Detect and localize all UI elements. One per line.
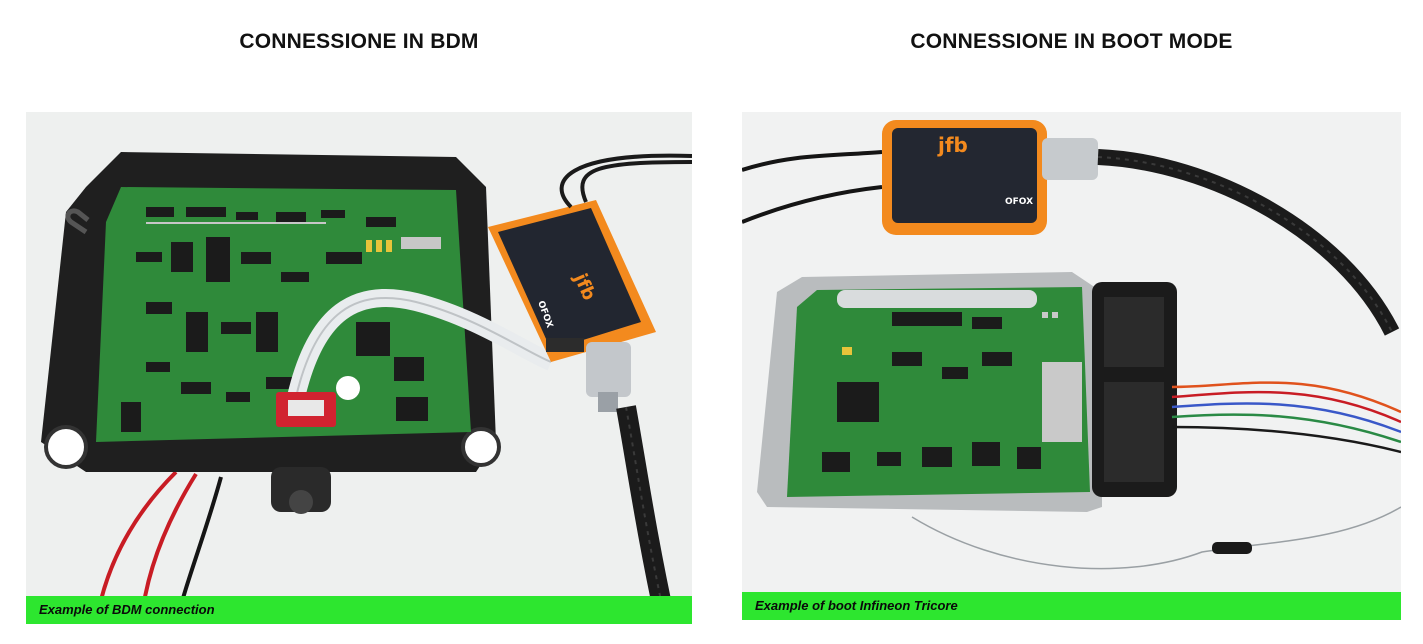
boot-mode-section-title: CONNESSIONE IN BOOT MODE [910, 30, 1233, 53]
ofox-device: jfb OFOX [488, 200, 656, 362]
db-connector [1042, 138, 1098, 180]
bdm-connection-photo: jfb OFOX Example of BDM connection [26, 112, 692, 624]
boot-photo-caption: Example of boot Infineon Tricore [755, 598, 958, 613]
boot-caption-bar [742, 592, 1401, 620]
bdm-section-title: CONNESSIONE IN BDM [239, 30, 479, 53]
pcb-board [96, 187, 471, 442]
db-connector [586, 342, 631, 397]
bdm-caption-bar [26, 596, 692, 624]
ofox-device: jfb OFOX [882, 120, 1047, 235]
boot-mode-connection-photo: jfb OFOX [742, 112, 1401, 620]
boot-photo-illustration: jfb OFOX [742, 112, 1401, 620]
svg-text:jfb: jfb [937, 133, 968, 157]
bdm-photo-illustration: jfb OFOX [26, 112, 692, 624]
pcb-board [787, 287, 1090, 497]
device-label-right: OFOX [1005, 197, 1033, 207]
bdm-photo-caption: Example of BDM connection [39, 602, 215, 617]
